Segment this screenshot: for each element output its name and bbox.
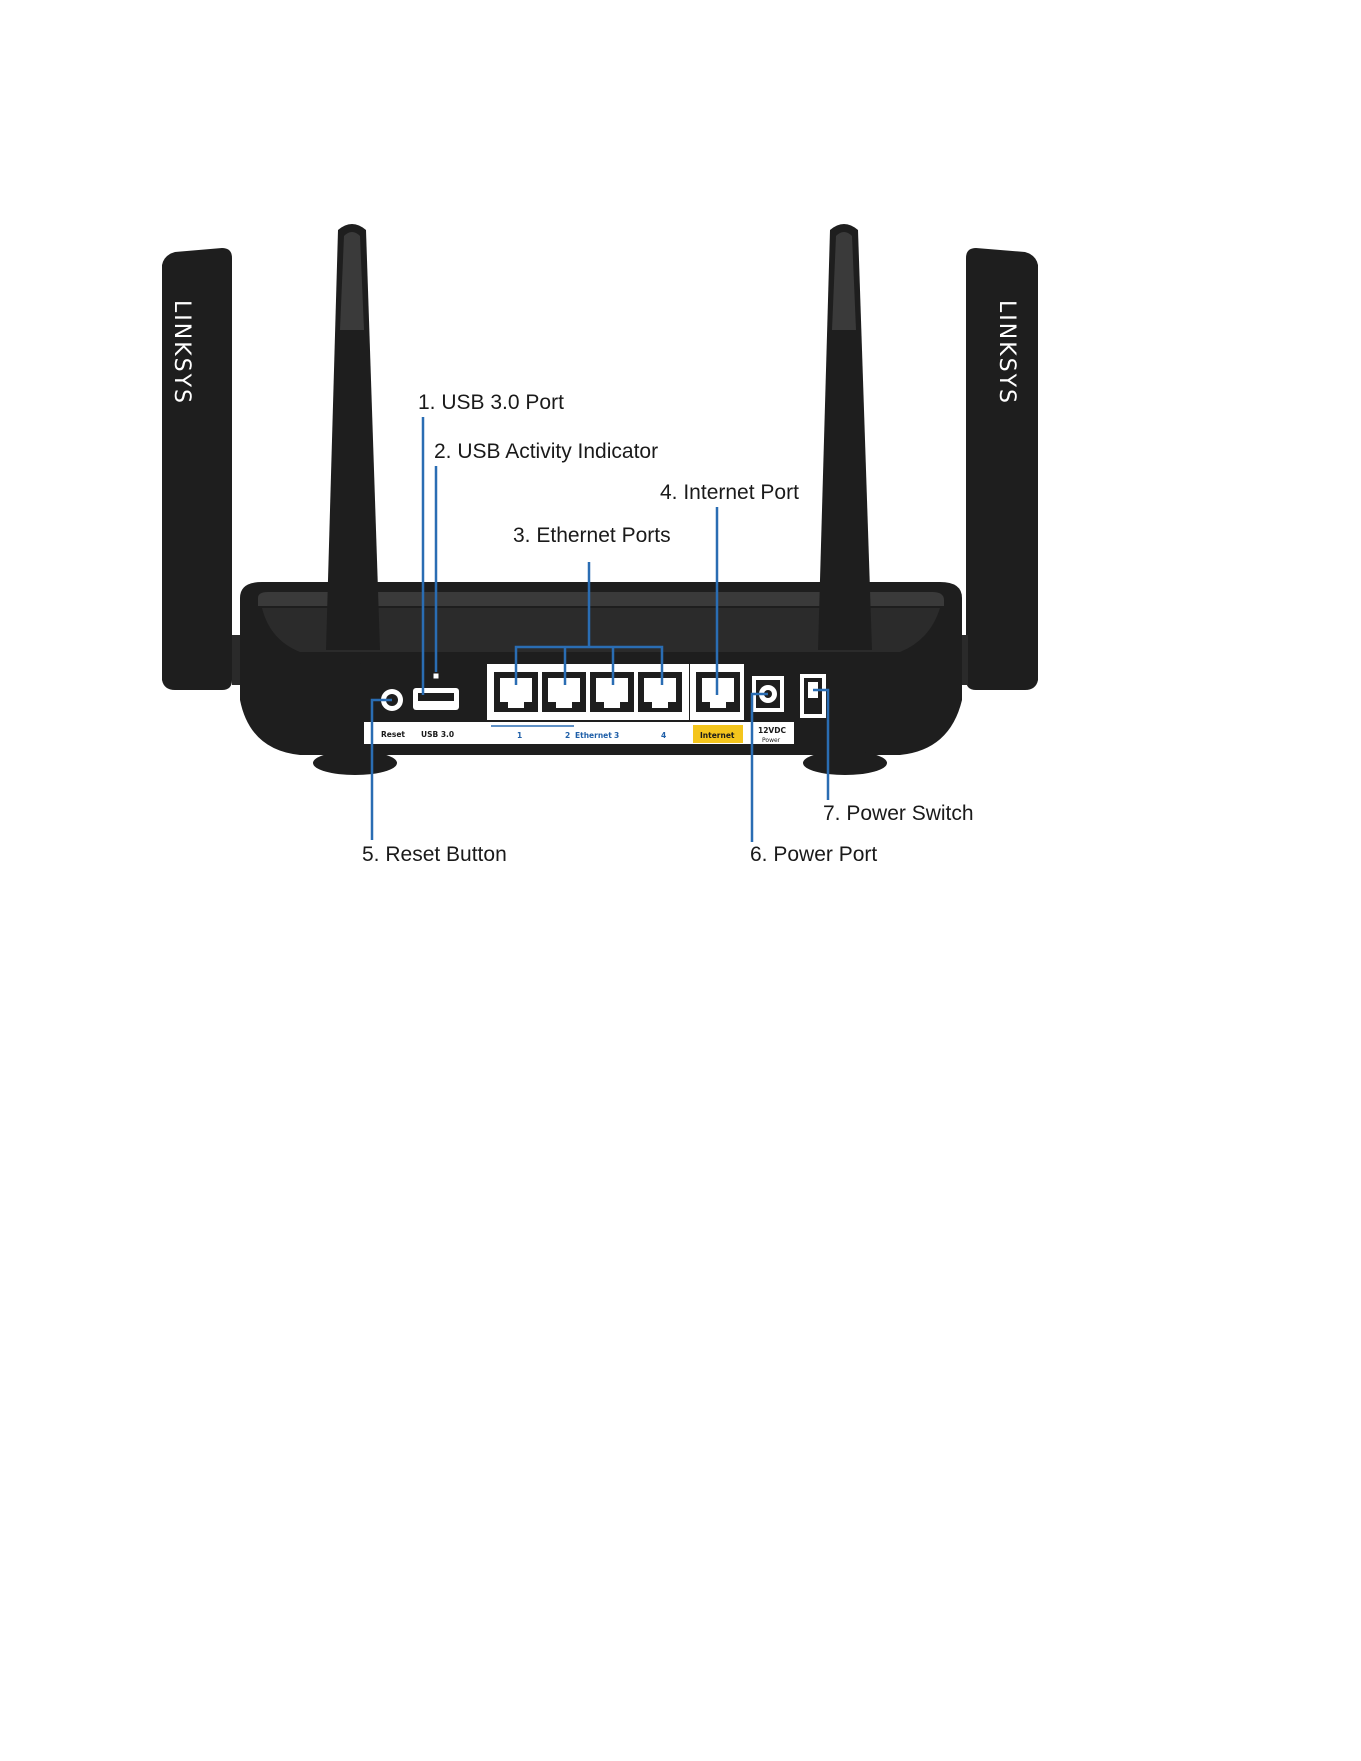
callout-usb-activity: 2. USB Activity Indicator <box>434 440 658 463</box>
callout-internet-port: 4. Internet Port <box>660 481 799 504</box>
left-foot <box>313 751 397 775</box>
callout-ethernet-ports: 3. Ethernet Ports <box>513 524 671 547</box>
left-antenna <box>326 224 380 650</box>
power-switch[interactable] <box>800 674 826 718</box>
callout-power-switch: 7. Power Switch <box>823 802 974 825</box>
usb-activity-indicator <box>433 673 439 679</box>
ethernet-port-4[interactable] <box>638 672 682 712</box>
ethernet-label: Ethernet <box>575 731 612 740</box>
usb-label: USB 3.0 <box>421 730 454 739</box>
right-paddle-brand: LINKSYS <box>994 300 1019 405</box>
left-antenna-paddle: LINKSYS <box>162 248 232 690</box>
right-foot <box>803 751 887 775</box>
left-paddle-brand: LINKSYS <box>169 300 194 405</box>
eth4-label: 4 <box>661 731 666 740</box>
power-voltage-label: 12VDC <box>758 726 786 735</box>
callout-reset-button: 5. Reset Button <box>362 843 507 866</box>
power-label: Power <box>762 737 781 744</box>
callout-usb-port: 1. USB 3.0 Port <box>418 391 564 414</box>
eth3-label: 3 <box>614 731 619 740</box>
reset-label: Reset <box>381 730 405 739</box>
callout-power-port: 6. Power Port <box>750 843 877 866</box>
right-antenna <box>818 224 872 650</box>
eth1-label: 1 <box>517 731 522 740</box>
right-antenna-paddle: LINKSYS <box>966 248 1038 690</box>
internet-label: Internet <box>700 731 735 740</box>
eth2-label: 2 <box>565 731 570 740</box>
back-panel: Reset USB 3.0 1 2 Ethernet 3 4 Internet … <box>360 660 826 748</box>
